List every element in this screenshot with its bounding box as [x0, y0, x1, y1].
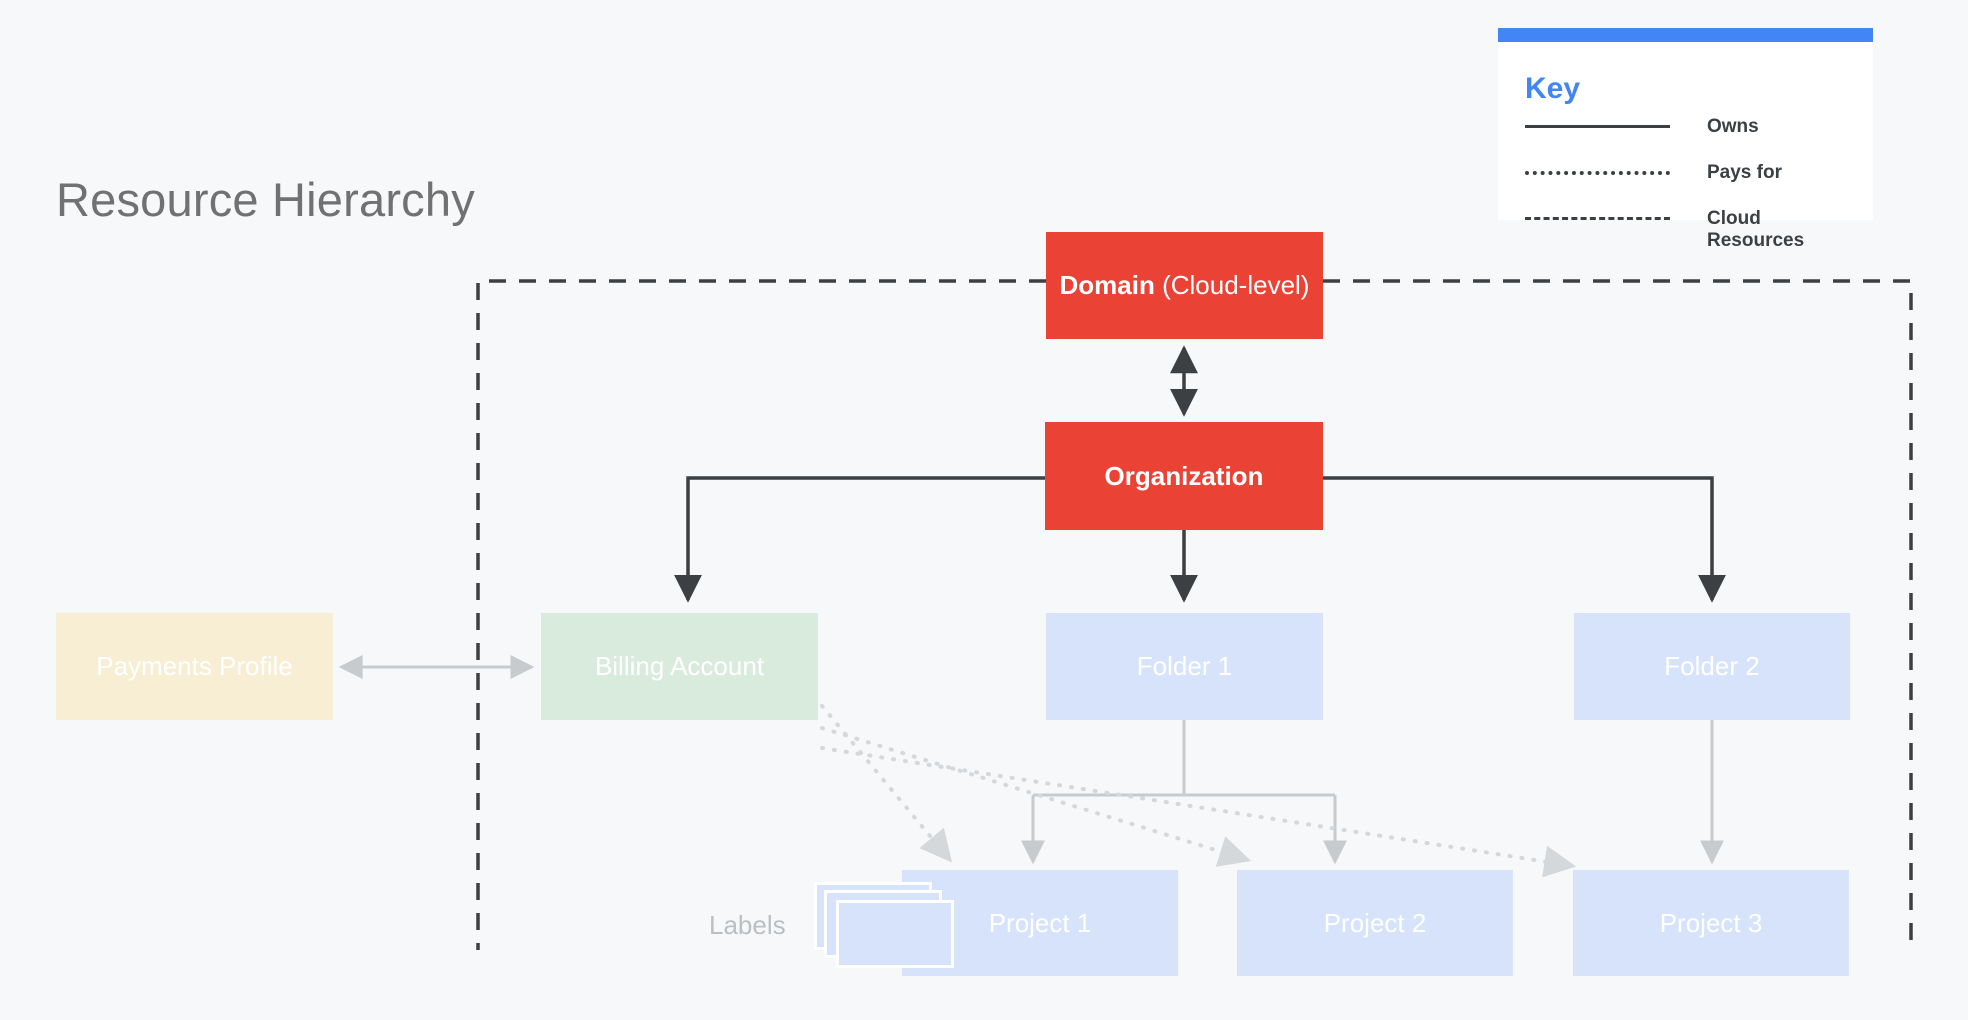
key-row-owns-label: Owns — [1707, 116, 1759, 137]
key-row-cloud-resources-label: Cloud Resources — [1707, 208, 1805, 251]
key-row-owns: Owns — [1525, 116, 1855, 150]
node-payments-profile[interactable]: Payments Profile — [56, 613, 333, 720]
labels-group-label: Labels — [709, 910, 786, 940]
line-sample-dashed-icon — [1525, 208, 1670, 228]
node-project-1-label: Project 1 — [988, 907, 1092, 938]
edge-folder-1-projects-bus — [1031, 720, 1337, 858]
node-project-3-label: Project 3 — [1659, 907, 1763, 938]
node-domain-label: Domain (Cloud-level) — [1060, 269, 1310, 302]
labels-card-front — [836, 900, 954, 968]
node-project-3[interactable]: Project 3 — [1573, 870, 1849, 976]
node-domain-label-bold: Domain — [1059, 270, 1155, 301]
node-project-2-label: Project 2 — [1323, 907, 1427, 938]
node-payments-profile-label: Payments Profile — [96, 651, 293, 682]
edge-organization-folder-2 — [1323, 476, 1726, 603]
node-domain[interactable]: Domain (Cloud-level) — [1046, 232, 1323, 339]
edge-organization-billing-account — [674, 476, 1046, 603]
node-folder-1-label: Folder 1 — [1136, 651, 1233, 682]
line-sample-dotted-icon — [1525, 162, 1670, 182]
node-billing-account[interactable]: Billing Account — [541, 613, 818, 720]
edge-billing-account-project-1 — [820, 704, 953, 863]
node-organization-label: Organization — [1104, 460, 1264, 491]
key-row-pays-for: Pays for — [1525, 162, 1855, 196]
edge-billing-account-project-2 — [820, 726, 1252, 867]
key-accent-bar — [1498, 28, 1873, 42]
node-organization[interactable]: Organization — [1045, 422, 1323, 530]
cloud-boundary-right — [1323, 279, 1913, 950]
page-title: Resource Hierarchy — [56, 173, 475, 226]
node-folder-2[interactable]: Folder 2 — [1574, 613, 1850, 720]
edge-billing-account-project-3 — [820, 746, 1577, 878]
node-folder-1[interactable]: Folder 1 — [1046, 613, 1323, 720]
cloud-boundary-left — [476, 279, 1046, 950]
node-billing-account-label: Billing Account — [594, 651, 765, 682]
node-project-2[interactable]: Project 2 — [1237, 870, 1513, 976]
node-domain-label-rest: (Cloud-level) — [1154, 270, 1310, 301]
key-row-pays-for-label: Pays for — [1707, 162, 1782, 183]
labels-card-stack[interactable] — [814, 882, 964, 968]
node-folder-2-label: Folder 2 — [1664, 651, 1760, 682]
line-sample-solid-icon — [1525, 116, 1670, 136]
key-legend-card: Key Owns Pays for Cloud Resources — [1498, 28, 1873, 251]
key-row-list: Owns Pays for Cloud Resources — [1525, 116, 1855, 272]
key-title: Key — [1525, 72, 1581, 105]
key-row-cloud-resources: Cloud Resources — [1525, 208, 1855, 260]
